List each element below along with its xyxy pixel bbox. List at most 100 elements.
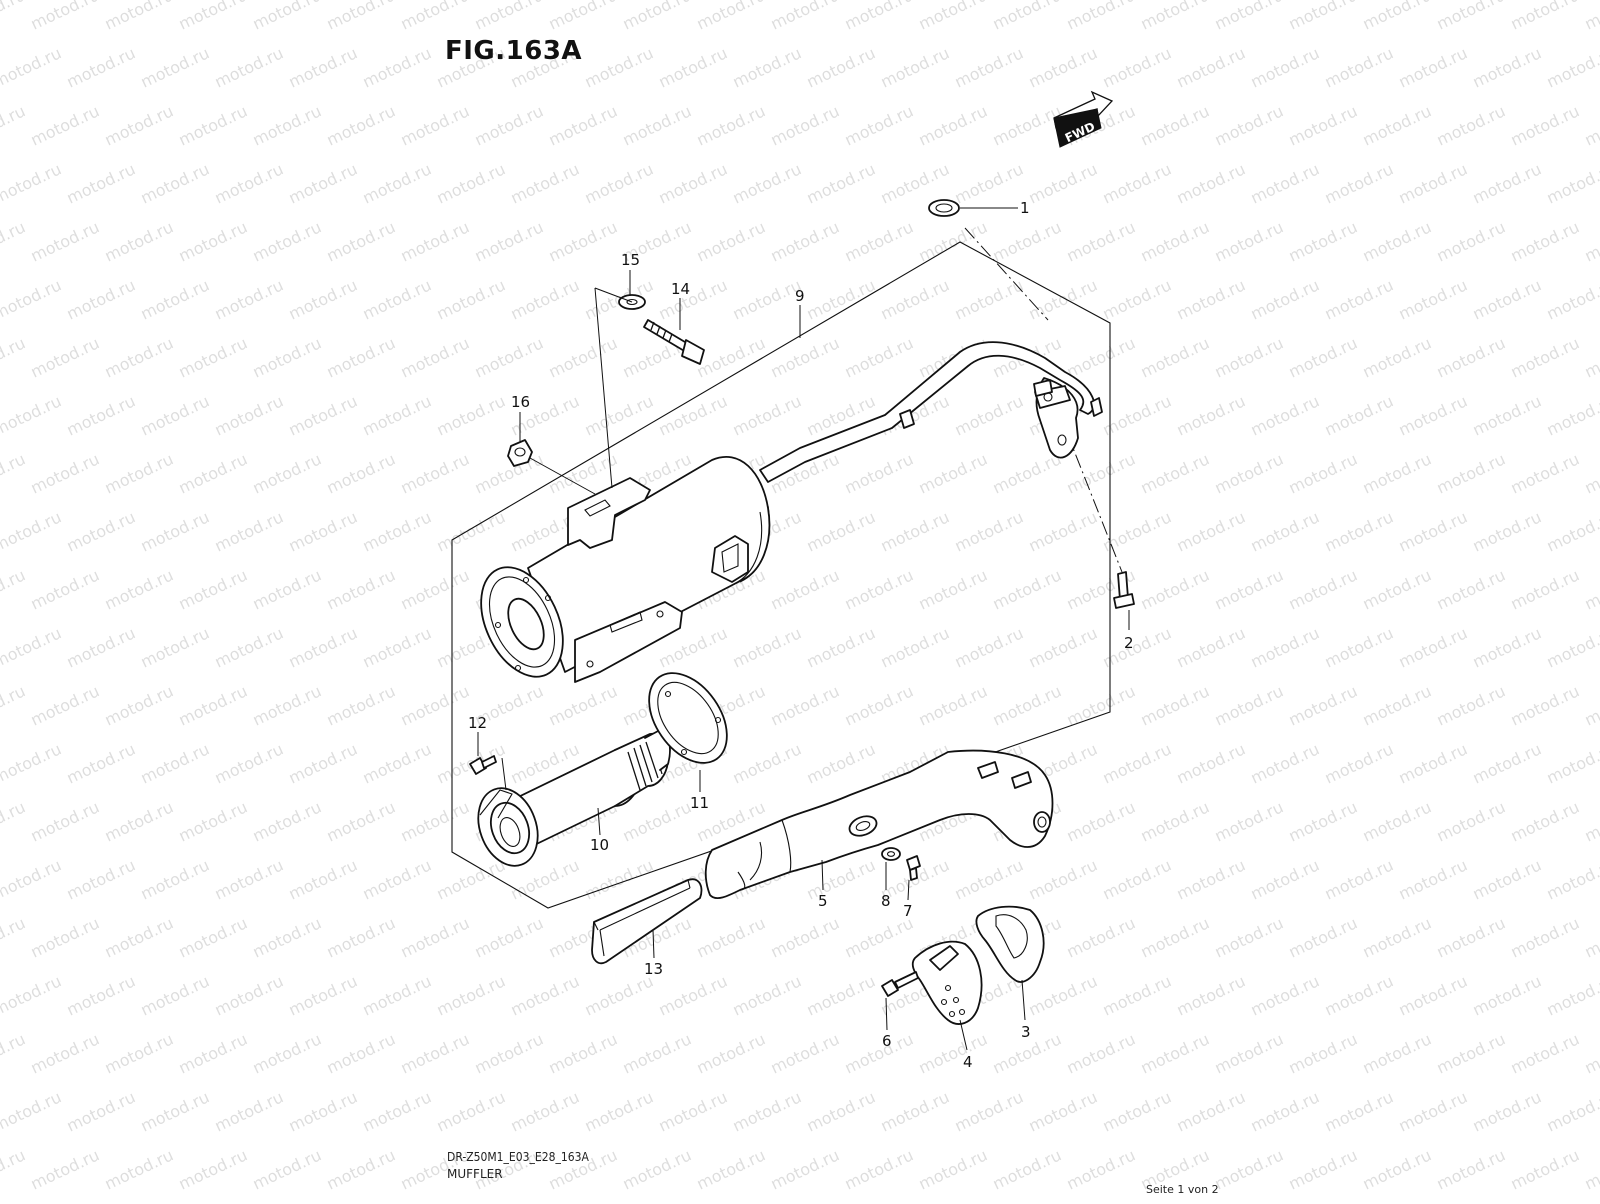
leader-16-line [529,457,596,495]
watermark-text: motod.ru [1286,565,1361,613]
watermark-text: motod.ru [1174,275,1249,323]
watermark-text: motod.ru [1508,333,1583,381]
watermark-text: motod.ru [1212,797,1287,845]
watermark-text: motod.ru [250,449,325,497]
watermark-text: motod.ru [1138,1029,1213,1077]
watermark-text: motod.ru [1064,449,1139,497]
watermark-text: motod.ru [1212,217,1287,265]
watermark-text: motod.ru [1508,449,1583,497]
watermark-text: motod.ru [878,623,953,671]
callout-7: 7 [903,902,913,920]
watermark-text: motod.ru [138,739,213,787]
watermark-text: motod.ru [582,391,657,439]
part-2-bolt [1113,571,1135,609]
watermark-text: motod.ru [176,681,251,729]
watermark-text: motod.ru [28,449,103,497]
callout-leaders [477,207,1130,1051]
watermark-text: motod.ru [1322,623,1397,671]
watermark-text: motod.ru [1286,101,1361,149]
watermark-text: motod.ru [1396,391,1471,439]
watermark-text: motod.ru [1100,507,1175,555]
watermark-text: motod.ru [472,333,547,381]
part-8-washer [881,847,901,861]
watermark-text: motod.ru [1100,855,1175,903]
watermark-text: motod.ru [1322,1087,1397,1135]
watermark-text: motod.ru [28,1145,103,1193]
watermark-text: motod.ru [508,1087,583,1135]
watermark-text: motod.ru [472,1029,547,1077]
watermark-text: motod.ru [324,797,399,845]
callout-6: 6 [882,1032,892,1050]
watermark-text: motod.ru [1138,217,1213,265]
watermark-text: motod.ru [990,101,1065,149]
watermark-text: motod.ru [138,275,213,323]
figure-caption: MUFFLER [447,1167,503,1181]
callout-10: 10 [590,836,609,854]
watermark-text: motod.ru [212,391,287,439]
watermark-text: motod.ru [1064,0,1139,34]
watermark-text: motod.ru [1026,507,1101,555]
watermark-text: motod.ru [1544,623,1600,671]
watermark-text: motod.ru [582,1087,657,1135]
watermark-text: motod.ru [1026,275,1101,323]
watermark-text: motod.ru [102,0,177,34]
watermark-text: motod.ru [1248,1087,1323,1135]
watermark-text: motod.ru [1544,507,1600,555]
watermark-text: motod.ru [1396,275,1471,323]
watermark-text: motod.ru [804,971,879,1019]
watermark-text: motod.ru [212,739,287,787]
watermark-text: motod.ru [1286,217,1361,265]
watermark-text: motod.ru [250,101,325,149]
watermark-text: motod.ru [138,391,213,439]
watermark-text: motod.ru [64,855,139,903]
watermark-text: motod.ru [990,1145,1065,1193]
watermark-text: motod.ru [1212,0,1287,34]
watermark-text: motod.ru [28,101,103,149]
watermark-text: motod.ru [1138,449,1213,497]
watermark-text: motod.ru [952,391,1027,439]
watermark-text: motod.ru [1100,1087,1175,1135]
watermark-text: motod.ru [768,681,843,729]
watermark-text: motod.ru [28,797,103,845]
watermark-text: motod.ru [286,391,361,439]
watermark-text: motod.ru [1508,681,1583,729]
watermark-text: motod.ru [804,1087,879,1135]
watermark-text: motod.ru [1544,1087,1600,1135]
watermark-text: motod.ru [1064,1029,1139,1077]
watermark-text: motod.ru [1434,0,1509,34]
callout-12: 12 [468,714,487,732]
watermark-text: motod.ru [1360,333,1435,381]
assembly-outline [451,241,1111,909]
watermark-text: motod.ru [0,449,28,497]
watermark-text: motod.ru [64,971,139,1019]
watermark-text: motod.ru [656,275,731,323]
watermark-text: motod.ru [1360,913,1435,961]
page-info: Seite 1 von 2 [1146,1183,1219,1196]
watermark-text: motod.ru [952,43,1027,91]
watermark-text: motod.ru [730,739,805,787]
watermark-text: motod.ru [1064,797,1139,845]
watermark-text: motod.ru [546,681,621,729]
watermark-text: motod.ru [1470,623,1545,671]
watermark-text: motod.ru [1396,1087,1471,1135]
watermark-text: motod.ru [102,913,177,961]
watermark-text: motod.ru [952,1087,1027,1135]
watermark-text: motod.ru [730,159,805,207]
watermark-text: motod.ru [28,913,103,961]
watermark-text: motod.ru [360,1087,435,1135]
watermark-text: motod.ru [398,449,473,497]
watermark-text: motod.ru [804,275,879,323]
watermark-text: motod.ru [1212,333,1287,381]
watermark-text: motod.ru [176,333,251,381]
watermark-text: motod.ru [730,623,805,671]
watermark-text: motod.ru [398,913,473,961]
watermark-text: motod.ru [472,101,547,149]
watermark-text: motod.ru [212,275,287,323]
watermark-text: motod.ru [1026,855,1101,903]
watermark-text: motod.ru [64,623,139,671]
watermark-text: motod.ru [472,913,547,961]
watermark-text: motod.ru [0,1145,28,1193]
watermark-text: motod.ru [1470,391,1545,439]
watermark-text: motod.ru [472,0,547,34]
part-11-gasket [648,672,728,764]
